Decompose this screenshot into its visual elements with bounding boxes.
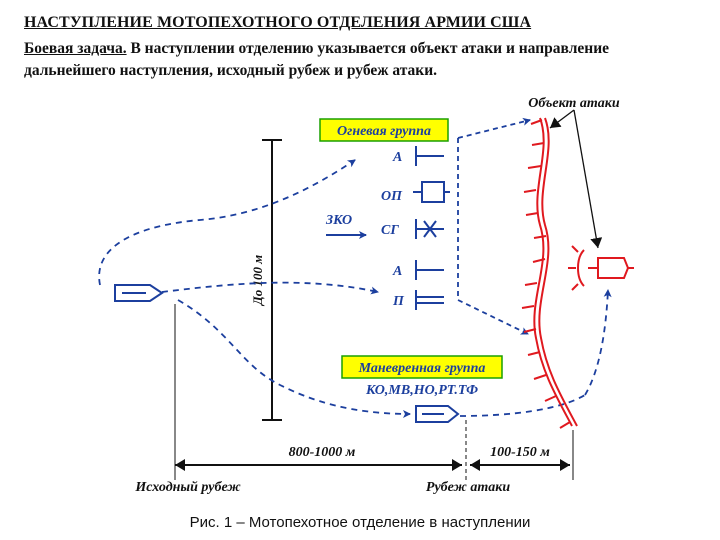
maneuver-group-label: Маневренная группа: [358, 361, 486, 376]
attack-object-label: Объект атаки: [528, 96, 620, 111]
movement-routes: [98, 159, 612, 418]
grenade-launcher-sg-symbol: [415, 219, 444, 239]
symbol-a2-label: А: [392, 264, 402, 279]
fire-group-sector: [457, 117, 531, 335]
machine-gun-p-symbol: [415, 290, 444, 310]
symbol-op-label: ОП: [381, 189, 403, 204]
distance-dimension: 800-1000 м 100-150 м Исходный рубеж Рубе…: [134, 445, 570, 495]
page-title: НАСТУПЛЕНИЕ МОТОПЕХОТНОГО ОТДЕЛЕНИЯ АРМИ…: [24, 14, 532, 31]
maneuver-vehicle-symbol: [415, 405, 460, 423]
symbol-a1-label: А: [392, 150, 402, 165]
depth-label: До 100 м: [250, 255, 265, 306]
combat-task-text: Боевая задача. В наступлении отделению у…: [24, 38, 704, 82]
rifleman-a2-symbol: [415, 260, 444, 280]
attack-object-pointer-1: [549, 109, 575, 129]
distance-attack-label: 100-150 м: [490, 445, 550, 460]
fire-group-box: Огневая группа: [319, 118, 449, 142]
maneuver-roles-label: КО,МВ,НО,РТ.ТФ: [365, 383, 478, 398]
start-vehicle-symbol: [114, 284, 164, 302]
zko-label: ЗКО: [325, 213, 352, 228]
maneuver-group-box: Маневренная группа: [341, 355, 503, 379]
symbol-sg-label: СГ: [381, 223, 399, 238]
unit-symbols: [413, 146, 450, 310]
rifleman-a1-symbol: [415, 146, 444, 166]
combat-task-lead: Боевая задача.: [24, 40, 127, 57]
symbol-p-label: П: [392, 294, 405, 309]
figure-caption: Рис. 1 – Мотопехотное отделение в наступ…: [189, 514, 531, 531]
start-line-label: Исходный рубеж: [134, 480, 241, 495]
fire-group-label: Огневая группа: [337, 124, 431, 139]
attack-line-label: Рубеж атаки: [426, 480, 510, 495]
depth-dimension: До 100 м: [250, 139, 282, 421]
enemy-position-line: [533, 117, 578, 427]
combat-task-body: В наступлении отделению указывается объе…: [24, 40, 610, 79]
enemy-fire-position-symbol: [568, 245, 634, 291]
attack-object-pointer-2: [573, 109, 603, 249]
fire-support-op-symbol: [413, 181, 450, 203]
enemy-line-ticks: [521, 119, 571, 429]
distance-main-label: 800-1000 м: [289, 445, 356, 460]
